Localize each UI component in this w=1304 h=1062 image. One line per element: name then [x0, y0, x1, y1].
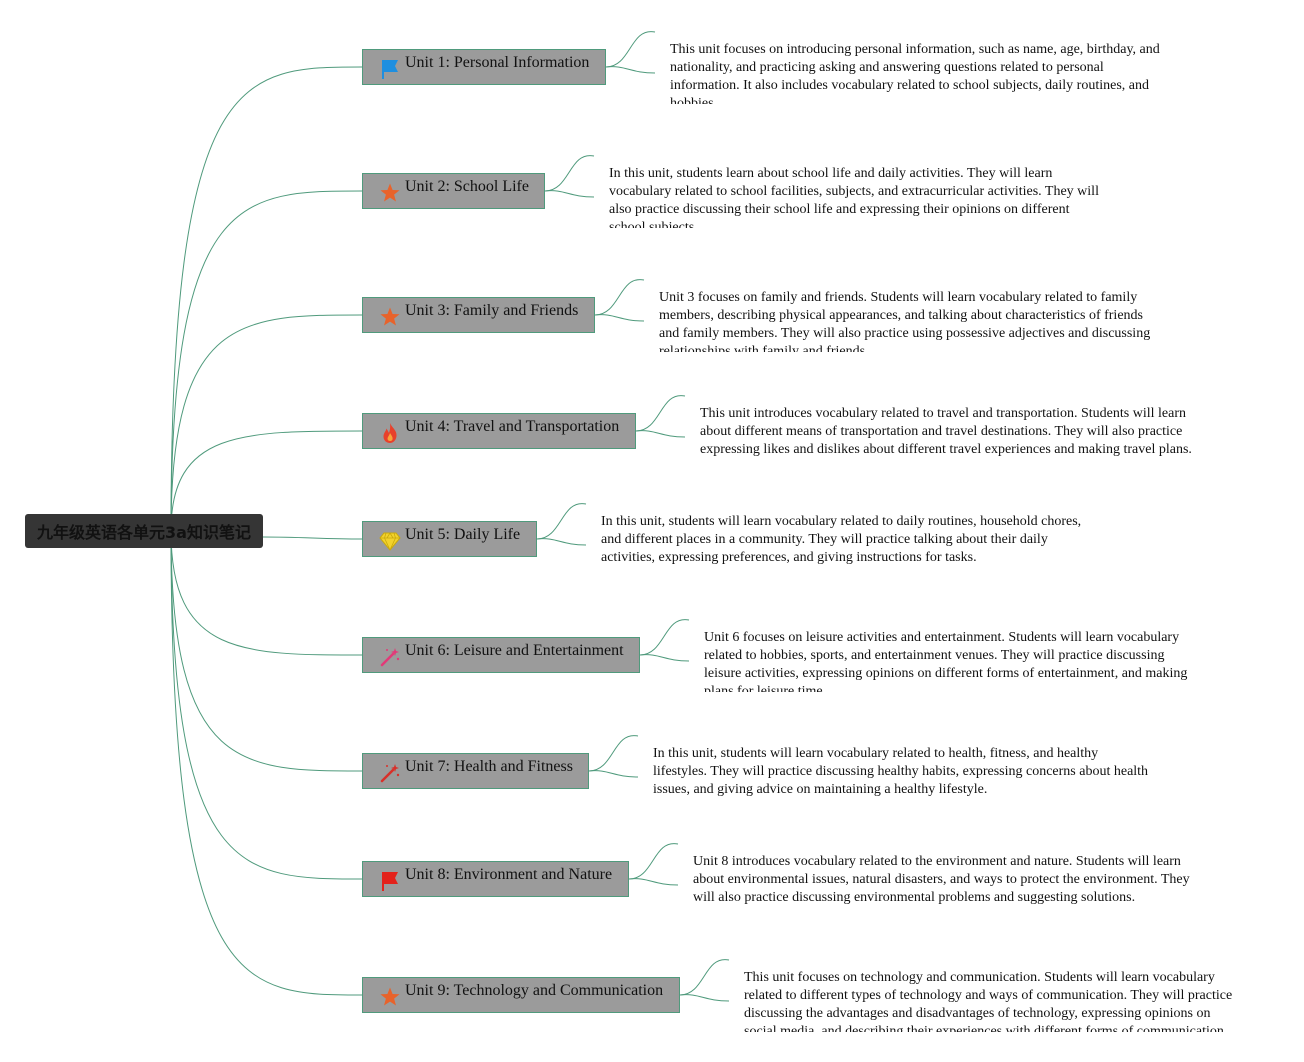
- unit-3-description: Unit 3 focuses on family and friends. St…: [659, 290, 1151, 352]
- unit-3-node[interactable]: Unit 3: Family and Friends: [362, 297, 595, 333]
- unit-title: Unit 4: Travel and Transportation: [405, 418, 620, 435]
- unit-title: Unit 6: Leisure and Entertainment: [405, 642, 624, 659]
- unit-9-node[interactable]: Unit 9: Technology and Communication: [362, 977, 680, 1013]
- star-icon: [379, 306, 401, 328]
- root-connector-8: [170, 530, 363, 880]
- desc-connector-bottom-2: [544, 190, 595, 198]
- root-connector-4: [170, 430, 363, 532]
- unit-title: Unit 3: Family and Friends: [405, 302, 579, 319]
- flag-red-icon: [379, 870, 401, 892]
- desc-connector-bottom-8: [628, 878, 679, 886]
- magic-wand-pink-icon: [379, 646, 401, 668]
- unit-2-description: In this unit, students learn about schoo…: [609, 166, 1099, 228]
- desc-connector-top-5: [536, 503, 587, 540]
- unit-9-description: This unit focuses on technology and comm…: [744, 970, 1233, 1032]
- root-title: 九年级英语各单元3a知识笔记: [37, 523, 251, 542]
- desc-connector-top-3: [594, 279, 645, 316]
- desc-connector-top-7: [588, 735, 639, 772]
- unit-7-node[interactable]: Unit 7: Health and Fitness: [362, 753, 589, 789]
- star-icon: [379, 986, 401, 1008]
- unit-6-description: Unit 6 focuses on leisure activities and…: [704, 630, 1188, 692]
- root-node[interactable]: 九年级英语各单元3a知识笔记: [25, 514, 263, 548]
- unit-5-node[interactable]: Unit 5: Daily Life: [362, 521, 537, 557]
- root-connector-6: [170, 530, 363, 656]
- unit-1-description: This unit focuses on introducing persona…: [670, 42, 1160, 104]
- desc-connector-bottom-9: [679, 994, 730, 1002]
- desc-connector-top-8: [628, 843, 679, 880]
- root-connector-2: [170, 190, 363, 532]
- desc-connector-top-9: [679, 959, 730, 996]
- unit-title: Unit 2: School Life: [405, 178, 529, 195]
- unit-1-node[interactable]: Unit 1: Personal Information: [362, 49, 606, 85]
- root-connector-1: [170, 66, 363, 532]
- unit-4-node[interactable]: Unit 4: Travel and Transportation: [362, 413, 636, 449]
- star-icon: [379, 182, 401, 204]
- flag-blue-icon: [379, 58, 401, 80]
- unit-title: Unit 5: Daily Life: [405, 526, 521, 543]
- desc-connector-top-6: [639, 619, 690, 656]
- magic-wand-red-icon: [379, 762, 401, 784]
- fire-icon: [379, 422, 401, 444]
- unit-title: Unit 8: Environment and Nature: [405, 866, 613, 883]
- desc-connector-bottom-3: [594, 314, 645, 322]
- unit-title: Unit 9: Technology and Communication: [405, 982, 664, 999]
- unit-2-node[interactable]: Unit 2: School Life: [362, 173, 545, 209]
- unit-title: Unit 1: Personal Information: [405, 54, 590, 71]
- desc-connector-bottom-1: [605, 66, 656, 74]
- root-connector-9: [170, 530, 363, 996]
- root-connector-7: [170, 530, 363, 772]
- desc-connector-top-2: [544, 155, 595, 192]
- root-connector-3: [170, 314, 363, 532]
- desc-connector-bottom-4: [635, 430, 686, 438]
- root-connector-5: [262, 536, 363, 540]
- desc-connector-bottom-5: [536, 538, 587, 546]
- diamond-icon: [379, 530, 401, 552]
- unit-title: Unit 7: Health and Fitness: [405, 758, 573, 775]
- unit-6-node[interactable]: Unit 6: Leisure and Entertainment: [362, 637, 640, 673]
- desc-connector-bottom-6: [639, 654, 690, 662]
- unit-8-description: Unit 8 introduces vocabulary related to …: [693, 854, 1190, 905]
- desc-connector-top-4: [635, 395, 686, 432]
- desc-connector-top-1: [605, 31, 656, 68]
- unit-4-description: This unit introduces vocabulary related …: [700, 406, 1192, 457]
- unit-5-description: In this unit, students will learn vocabu…: [601, 514, 1082, 565]
- unit-7-description: In this unit, students will learn vocabu…: [653, 746, 1149, 797]
- desc-connector-bottom-7: [588, 770, 639, 778]
- unit-8-node[interactable]: Unit 8: Environment and Nature: [362, 861, 629, 897]
